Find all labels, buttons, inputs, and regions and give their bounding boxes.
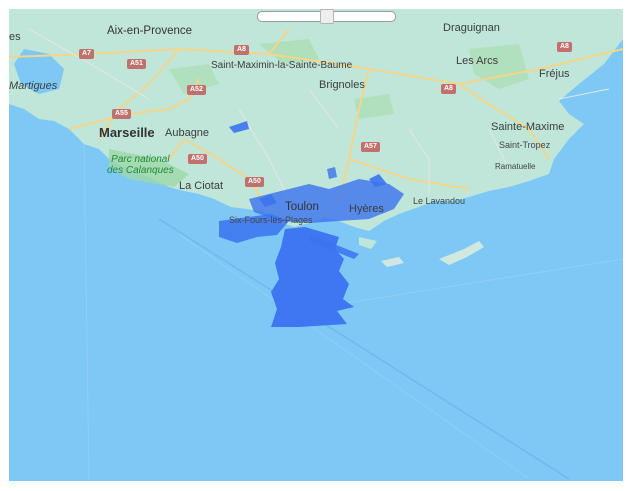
park-area <box>354 94 394 119</box>
park-area <box>169 64 219 94</box>
road-shield: A50 <box>245 177 264 187</box>
ship-lane <box>308 258 623 310</box>
island <box>381 257 404 267</box>
place-label-sixfours: Six-Fours-les-Plages <box>229 215 313 225</box>
ship-lane <box>83 138 90 480</box>
place-label-calanques: Parc national des Calanques <box>107 154 174 176</box>
place-label-ramatuelle: Ramatuelle <box>495 162 536 171</box>
road-shield: A55 <box>112 109 131 119</box>
map-canvas <box>9 9 623 481</box>
road-shield: A51 <box>127 59 146 69</box>
road-shield: A8 <box>441 84 456 94</box>
place-label-stmaximin: Saint-Maximin-la-Sainte-Baume <box>211 60 353 71</box>
road-shield: A50 <box>188 154 207 164</box>
ship-lane <box>178 233 530 480</box>
place-label: es <box>9 31 21 43</box>
place-label-brignoles: Brignoles <box>319 79 365 91</box>
place-label-lelavandou: Le Lavandou <box>413 196 466 206</box>
road-shield: A7 <box>79 49 94 59</box>
road-shield: A57 <box>361 142 380 152</box>
road-shield: A8 <box>234 45 249 55</box>
map-viewport[interactable]: A7 A51 A8 A8 A8 A52 A55 A50 A50 A57 es A… <box>9 9 623 481</box>
place-label-draguignan: Draguignan <box>443 22 500 34</box>
park-area <box>259 39 319 64</box>
coverage-area <box>219 121 404 327</box>
place-label-sttropez: Saint-Tropez <box>499 140 551 150</box>
place-label-marseille: Marseille <box>99 125 155 140</box>
park-area <box>469 44 529 89</box>
place-label-hyeres: Hyères <box>349 203 384 215</box>
place-label-aix: Aix-en-Provence <box>107 25 193 37</box>
minor-roads <box>28 28 610 200</box>
place-label-martigues: Martigues <box>9 80 58 92</box>
opacity-slider-thumb[interactable] <box>319 9 334 24</box>
place-label-stemaxime: Sainte-Maxime <box>491 121 565 133</box>
place-label-aubagne: Aubagne <box>165 127 210 139</box>
island <box>439 241 484 265</box>
ship-lane <box>158 218 570 480</box>
place-label-toulon: Toulon <box>285 201 319 213</box>
peninsula <box>359 237 377 249</box>
road-shield: A52 <box>187 85 206 95</box>
place-label-frejus: Fréjus <box>539 68 570 80</box>
road-shield: A8 <box>557 42 572 52</box>
etang-de-berre <box>14 49 64 94</box>
place-label-laciotat: La Ciotat <box>179 180 224 192</box>
place-label-lesarcs: Les Arcs <box>456 55 499 67</box>
park-area <box>109 149 189 187</box>
